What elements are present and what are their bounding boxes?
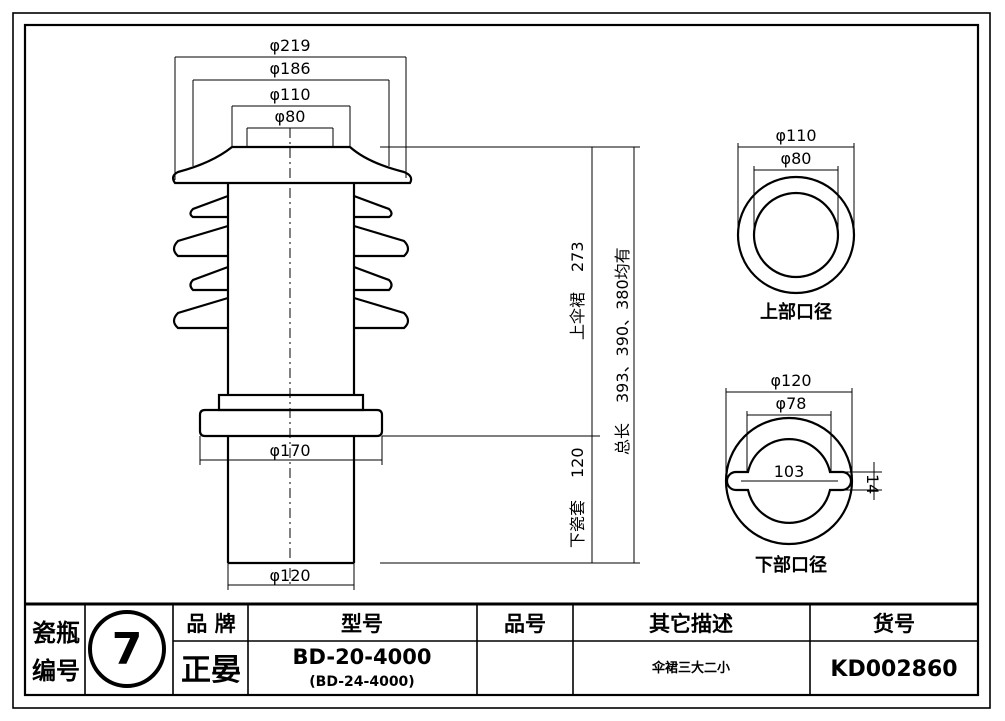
lower-port-outer-dim: φ120 [770,371,811,390]
code-label-1: 瓷瓶 [32,619,80,647]
lower-port-slot-opening [725,438,853,524]
dim-phi170: φ170 [269,441,310,460]
brand-value: 正晏 [181,653,241,688]
lower-port-view: φ120 φ78 103 14 下部口径 [724,371,882,576]
upper-port-outer-dim: φ110 [775,126,816,145]
flange [198,408,384,438]
inner-frame [23,23,980,697]
insulator-side-view [171,128,413,585]
top-dimensions: φ219 φ186 φ110 φ80 [174,36,407,180]
label-total-length: 总长 [613,423,632,455]
shed-small-1 [189,194,229,219]
model-header: 型号 [341,612,383,636]
desc-value: 伞裙三大二小 [651,660,730,676]
value-upper-skirt: 273 [568,241,587,272]
model-alt: (BD-24-4000) [309,674,414,690]
part-header: 品号 [504,612,546,636]
lower-port-slot-width: 14 [863,474,882,494]
shed-large-1 [172,224,229,258]
outer-frame [12,12,991,709]
shed-small-2 [189,265,229,292]
dim-phi219: φ219 [269,36,310,55]
number-circle [88,610,166,688]
top-cap [171,145,413,185]
collar [217,393,365,412]
lower-port-inner-dim: φ78 [776,394,807,413]
shed-large-2 [172,296,229,330]
dim-phi186: φ186 [269,59,310,78]
upper-port-inner-dim: φ80 [781,149,812,168]
upper-port-inner-circle [752,191,840,279]
model-value: BD-20-4000 [293,645,432,669]
height-dimensions: 上伞裙 273 下瓷套 120 总长 393、390、380均有 [380,146,640,564]
dim-phi120-bottom: φ120 [269,566,310,585]
upper-port-title: 上部口径 [760,301,832,323]
dim-phi110: φ110 [269,85,310,104]
lower-port-title: 下部口径 [755,554,827,576]
upper-port-view: φ110 φ80 上部口径 [736,126,856,323]
dim-phi80: φ80 [275,107,306,126]
desc-header: 其它描述 [649,612,733,636]
lower-dimensions: φ170 φ120 [199,436,383,590]
upper-port-outer-circle [736,175,856,295]
label-lower-sleeve: 下瓷套 [568,500,587,548]
title-block: 7 瓷瓶 编号 品 牌 正晏 型号 BD-20-4000 (BD-24-4000… [25,602,978,695]
value-lower-sleeve: 120 [568,447,587,478]
sku-value: KD002860 [830,657,957,682]
code-label-2: 编号 [32,657,80,685]
lower-port-slot-dim: 103 [774,462,805,481]
brand-header: 品 牌 [186,612,235,636]
label-upper-skirt: 上伞裙 [568,292,587,340]
value-total-length: 393、390、380均有 [613,247,632,403]
item-number: 7 [112,624,143,675]
sku-header: 货号 [873,612,915,636]
